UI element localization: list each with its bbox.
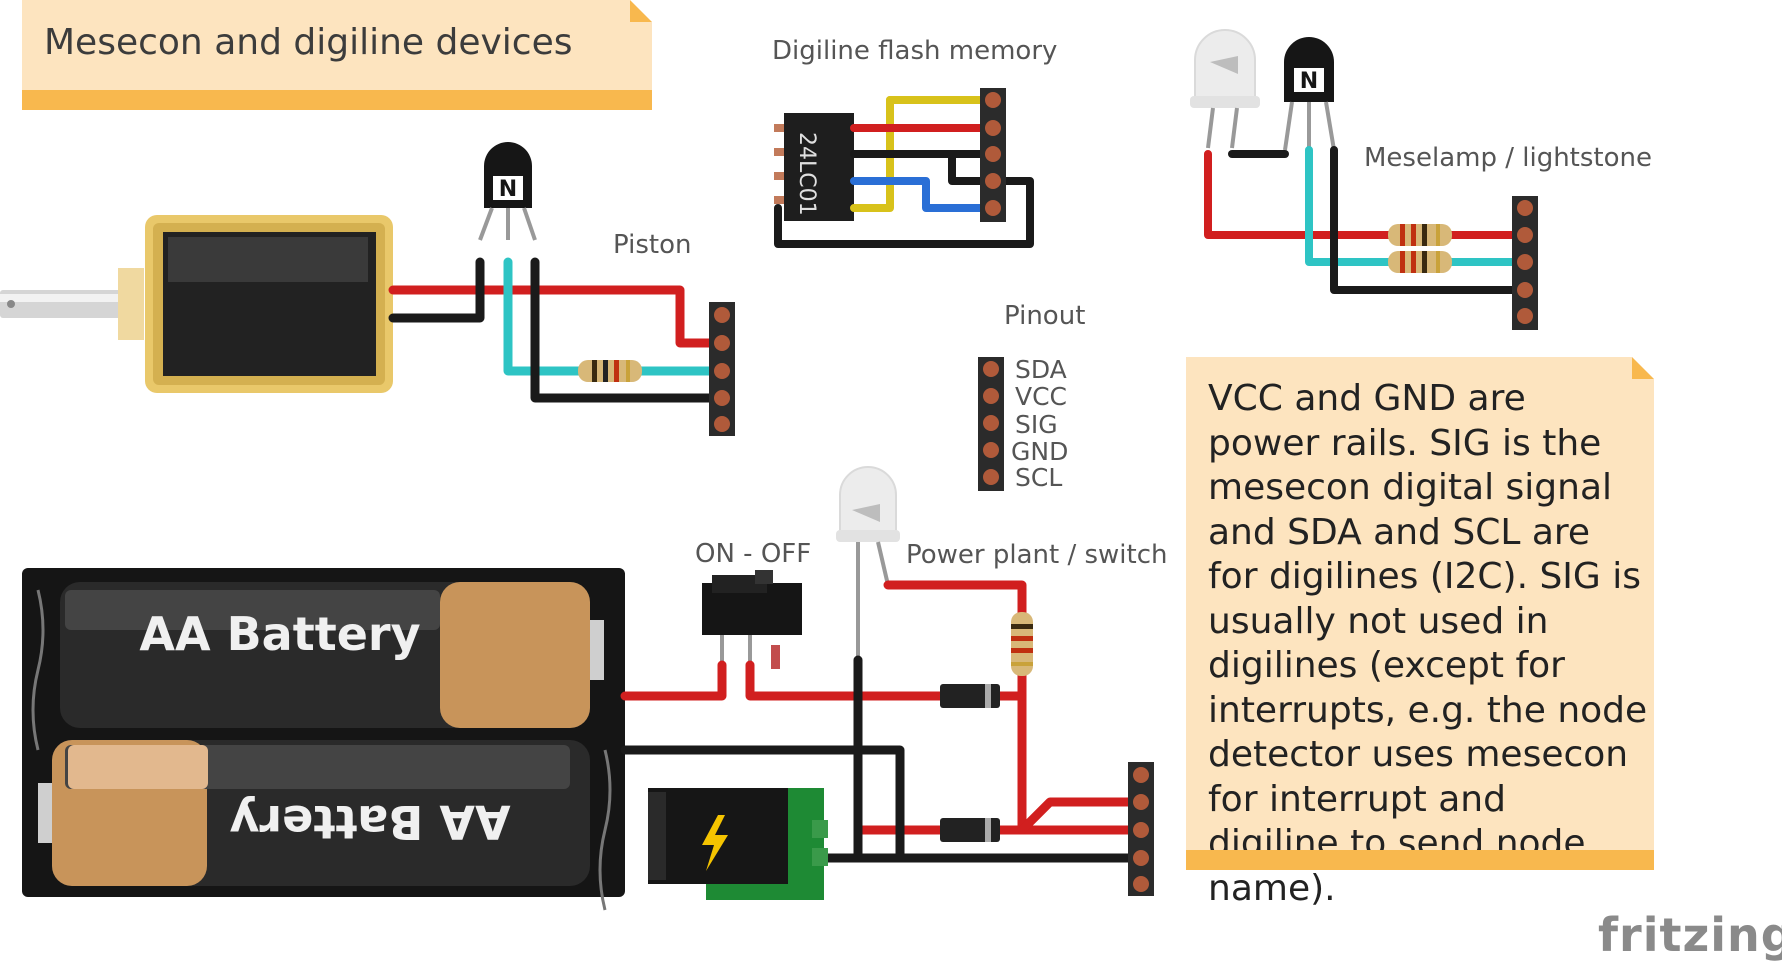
pinout-header: SDA VCC SIG GND SCL bbox=[978, 355, 1068, 492]
diode-bottom bbox=[940, 818, 1000, 842]
label-flash-memory: Digiline flash memory bbox=[772, 36, 1058, 66]
label-on-off: ON - OFF bbox=[695, 539, 812, 569]
pin-vcc: VCC bbox=[1015, 382, 1067, 411]
meselamp-led bbox=[1190, 29, 1260, 149]
explanation-note: VCC and GND are power rails. SIG is the … bbox=[1186, 357, 1654, 909]
note-fold bbox=[1632, 357, 1654, 379]
piston-header bbox=[709, 302, 735, 436]
power-resistor bbox=[1011, 612, 1033, 676]
fritzing-logo: fritzing bbox=[1598, 908, 1782, 962]
meselamp-resistor-1 bbox=[1388, 224, 1452, 246]
meselamp-transistor: N bbox=[1283, 37, 1336, 151]
pin-sig: SIG bbox=[1015, 410, 1058, 439]
label-pinout: Pinout bbox=[1004, 301, 1086, 331]
pin-scl: SCL bbox=[1015, 463, 1062, 492]
pin-sda: SDA bbox=[1015, 355, 1067, 384]
label-meselamp: Meselamp / lightstone bbox=[1364, 143, 1652, 173]
title-note: Mesecon and digiline devices bbox=[22, 0, 652, 110]
label-piston: Piston bbox=[613, 230, 692, 260]
on-off-switch bbox=[702, 570, 802, 669]
label-power-plant: Power plant / switch bbox=[906, 540, 1168, 570]
battery-label-bottom: AA Battery bbox=[229, 795, 510, 849]
solenoid bbox=[0, 215, 393, 393]
page-title: Mesecon and digiline devices bbox=[44, 22, 573, 63]
flash-header bbox=[980, 88, 1006, 222]
explanation-text: VCC and GND are power rails. SIG is the … bbox=[1208, 378, 1648, 909]
diode-top bbox=[940, 684, 1000, 708]
flash-chip: 24LC01 bbox=[774, 113, 854, 221]
transistor-mark: N bbox=[1300, 69, 1318, 94]
note-fold bbox=[630, 0, 652, 22]
battery-pack: AA Battery AA Battery bbox=[22, 568, 625, 911]
piston-transistor: N bbox=[478, 142, 537, 241]
power-header bbox=[1128, 762, 1154, 896]
meselamp-header bbox=[1512, 196, 1538, 330]
note-band bbox=[1186, 850, 1654, 870]
note-band bbox=[22, 90, 652, 110]
dc-jack bbox=[648, 788, 828, 900]
transistor-mark: N bbox=[499, 177, 517, 202]
power-led bbox=[836, 466, 900, 660]
pin-gnd: GND bbox=[1011, 437, 1068, 466]
piston-resistor bbox=[578, 360, 642, 382]
battery-label-top: AA Battery bbox=[139, 607, 420, 661]
meselamp-resistor-2 bbox=[1388, 251, 1452, 273]
chip-label: 24LC01 bbox=[794, 132, 819, 216]
